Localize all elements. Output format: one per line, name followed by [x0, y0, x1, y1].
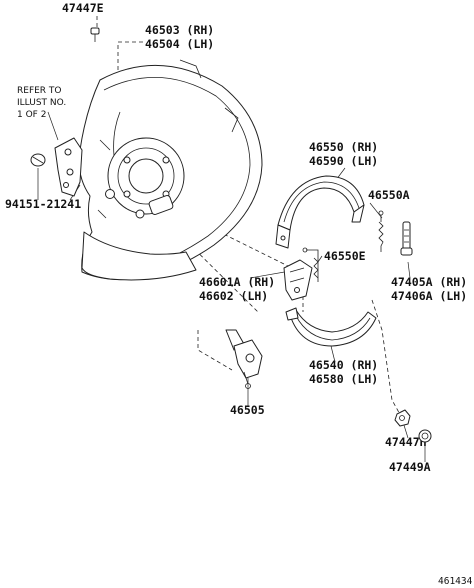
- label-46580: 46580 (LH): [309, 372, 378, 386]
- note-refer-line3: 1 OF 2: [17, 110, 46, 120]
- note-refer-line1: REFER TO: [17, 86, 62, 96]
- label-46504: 46504 (LH): [145, 37, 214, 51]
- label-46505: 46505: [230, 403, 265, 417]
- diagram-id: 461434: [438, 576, 473, 587]
- label-46503: 46503 (RH): [145, 23, 214, 37]
- spring-46550a: [378, 210, 384, 252]
- adjuster-pin-47405a: [400, 221, 413, 256]
- label-46550e: 46550E: [324, 249, 366, 263]
- label-47447e: 47447E: [62, 1, 104, 15]
- label-46602: 46602 (LH): [199, 289, 268, 303]
- label-47406a: 47406A (LH): [391, 289, 467, 303]
- label-46550a: 46550A: [368, 188, 410, 202]
- label-47447h: 47447H: [385, 435, 427, 449]
- adjuster-46601a: [283, 259, 313, 301]
- label-47449a: 47449A: [389, 460, 431, 474]
- label-46550: 46550 (RH): [309, 140, 378, 154]
- label-46540: 46540 (RH): [309, 358, 378, 372]
- screw-47447e: [90, 27, 100, 42]
- backing-plate: [78, 59, 263, 281]
- upper-brake-shoe: [275, 175, 365, 249]
- label-46590: 46590 (LH): [309, 154, 378, 168]
- lower-brake-shoe: [285, 307, 377, 347]
- note-refer-line2: ILLUST NO.: [17, 98, 66, 108]
- cap-47449a: [418, 429, 432, 443]
- nut-47447h: [394, 409, 411, 427]
- label-46601a: 46601A (RH): [199, 275, 275, 289]
- label-47405a: 47405A (RH): [391, 275, 467, 289]
- parking-cable-46505: [225, 329, 263, 389]
- mounting-bracket: [54, 137, 83, 197]
- label-94151: 94151-21241 (4): [5, 197, 109, 211]
- strut-46550e: [302, 247, 319, 282]
- bolt-94151: [30, 153, 46, 167]
